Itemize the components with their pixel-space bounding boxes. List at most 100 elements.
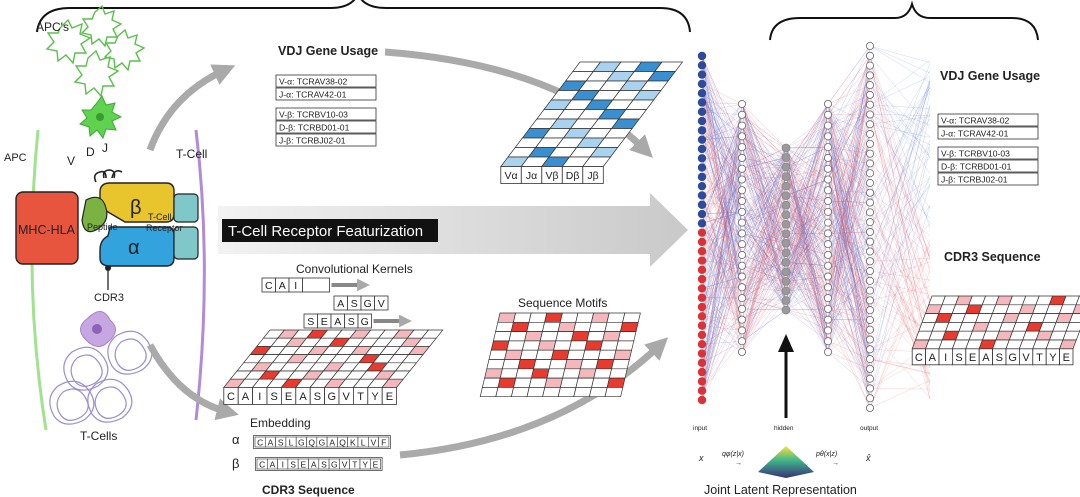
network-edge bbox=[785, 179, 829, 311]
network-edge bbox=[785, 214, 829, 223]
network-edge bbox=[701, 103, 743, 317]
network-edge bbox=[785, 195, 829, 342]
network-edge bbox=[741, 103, 787, 215]
motif-heatmap-cell bbox=[537, 340, 557, 351]
network-edge bbox=[827, 136, 871, 193]
network-output-edge bbox=[869, 280, 931, 316]
network-edge bbox=[785, 176, 829, 213]
network-output-edge bbox=[869, 114, 931, 209]
network-edge bbox=[741, 281, 787, 331]
network-edge bbox=[701, 157, 743, 252]
network-edge bbox=[701, 83, 743, 180]
network-edge bbox=[701, 114, 743, 178]
network-edge bbox=[741, 147, 787, 277]
network-edge bbox=[785, 166, 829, 288]
network-edge bbox=[785, 200, 829, 263]
network-edge bbox=[741, 309, 787, 342]
alpha-symbol: α bbox=[128, 237, 140, 259]
network-edge bbox=[785, 244, 829, 311]
network-node bbox=[697, 367, 707, 377]
network-output-edge bbox=[869, 118, 931, 203]
network-node bbox=[824, 240, 833, 249]
network-edge bbox=[827, 85, 871, 266]
network-edge bbox=[785, 224, 829, 256]
network-output-edge bbox=[869, 104, 931, 109]
network-edge bbox=[785, 265, 829, 311]
motif-heatmap-cell bbox=[515, 368, 535, 379]
network-output-edge bbox=[869, 109, 931, 252]
network-edge bbox=[741, 147, 787, 245]
network-edge bbox=[741, 157, 787, 215]
network-edge bbox=[741, 157, 787, 169]
network-edge bbox=[701, 157, 743, 317]
network-node bbox=[866, 306, 875, 315]
network-edge bbox=[827, 290, 871, 353]
network-edge bbox=[701, 158, 743, 277]
network-edge bbox=[741, 136, 787, 301]
motif-heatmap-cell bbox=[604, 321, 624, 332]
network-node bbox=[697, 79, 707, 89]
network-edge bbox=[785, 114, 829, 291]
network-edge bbox=[785, 287, 829, 311]
network-edge bbox=[785, 166, 829, 191]
network-edge bbox=[785, 114, 829, 177]
network-edge bbox=[741, 204, 787, 234]
cdr3-letter: A bbox=[242, 391, 250, 403]
network-edge bbox=[785, 205, 829, 277]
network-edge bbox=[701, 102, 743, 137]
network-edge bbox=[741, 204, 787, 223]
network-edge bbox=[701, 233, 743, 317]
network-edge bbox=[741, 195, 787, 342]
network-edge bbox=[741, 233, 787, 311]
network-edge bbox=[701, 102, 743, 277]
network-edge bbox=[701, 93, 743, 180]
network-edge bbox=[827, 300, 871, 320]
network-edge bbox=[827, 55, 871, 180]
network-edge bbox=[785, 254, 829, 282]
network-edge bbox=[827, 65, 871, 320]
network-edge bbox=[785, 147, 829, 263]
network-edge bbox=[701, 125, 743, 317]
network-edge bbox=[701, 223, 743, 331]
network-edge bbox=[741, 214, 787, 277]
network-edge bbox=[741, 233, 787, 353]
network-node bbox=[697, 144, 707, 154]
network-edge bbox=[701, 146, 743, 187]
network-edge bbox=[827, 136, 871, 311]
network-edge bbox=[785, 185, 829, 245]
network-node bbox=[697, 321, 707, 330]
network-edge bbox=[701, 276, 743, 289]
network-edge bbox=[827, 157, 871, 193]
network-edge bbox=[741, 168, 787, 177]
network-output-edge bbox=[869, 184, 931, 379]
network-edge bbox=[827, 65, 871, 266]
network-edge bbox=[701, 102, 743, 202]
network-node bbox=[738, 175, 747, 184]
network-edge bbox=[827, 211, 871, 350]
network-edge bbox=[741, 224, 787, 256]
network-edge bbox=[741, 222, 787, 282]
network-node bbox=[697, 302, 707, 312]
motif-heatmap-cell bbox=[517, 359, 537, 370]
network-output-edge bbox=[869, 271, 931, 409]
network-node bbox=[697, 228, 707, 237]
network-edge bbox=[785, 179, 829, 196]
network-node bbox=[866, 345, 875, 354]
network-edge bbox=[827, 94, 871, 137]
network-output-edge bbox=[869, 114, 931, 146]
network-edge bbox=[785, 186, 829, 342]
network-edge bbox=[785, 252, 829, 353]
network-edge bbox=[785, 276, 829, 292]
network-edge bbox=[827, 114, 871, 164]
network-edge bbox=[785, 176, 829, 245]
network-edge bbox=[827, 276, 871, 321]
vdj-title-right: VDJ Gene Usage bbox=[940, 69, 1040, 83]
network-edge bbox=[701, 103, 743, 401]
gene-usage-left-box bbox=[275, 120, 377, 134]
network-edge bbox=[785, 233, 829, 266]
network-edge bbox=[701, 136, 743, 215]
network-edge bbox=[827, 308, 871, 330]
network-edge bbox=[701, 176, 743, 234]
network-edge bbox=[741, 222, 787, 263]
network-edge bbox=[827, 341, 871, 379]
